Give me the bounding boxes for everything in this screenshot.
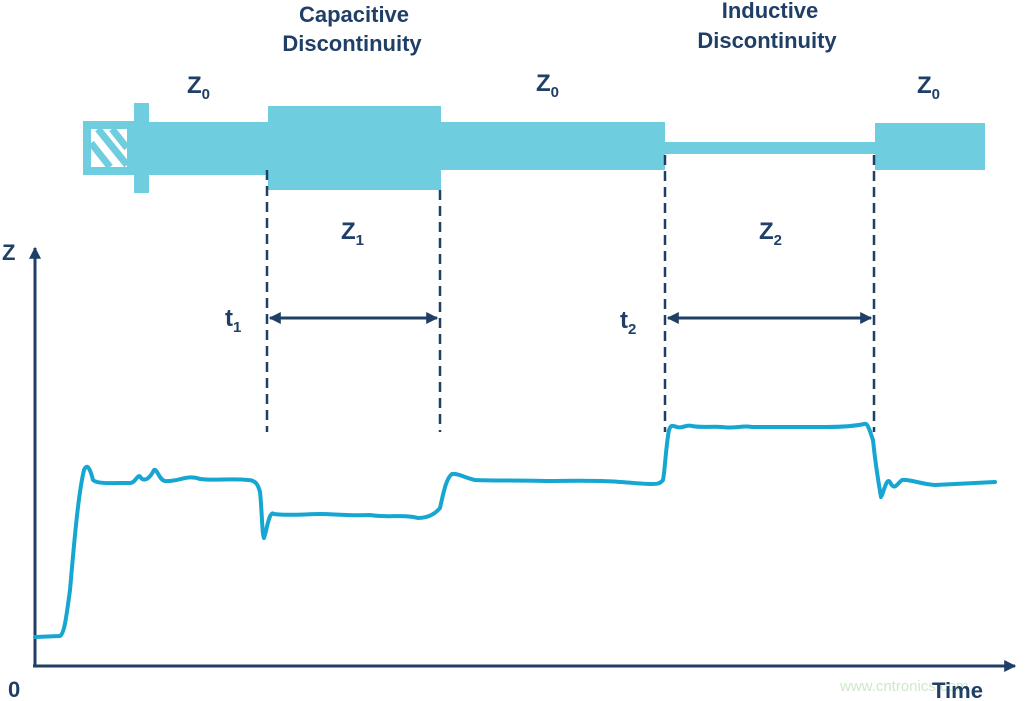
tdr-trace (33, 421, 997, 639)
label-z2: Z2 (759, 218, 782, 249)
capacitive-heading-line2: Discontinuity (282, 31, 422, 56)
label-t1: t1 (225, 305, 241, 336)
svg-text:Z1: Z1 (341, 218, 364, 249)
transmission-line (83, 103, 985, 193)
svg-text:Z0: Z0 (187, 72, 210, 103)
segment-z0-middle (441, 122, 665, 170)
svg-text:Z0: Z0 (536, 70, 559, 101)
label-z0-middle: Z0 (536, 70, 559, 101)
segment-z2-inductive (665, 142, 875, 154)
svg-text:t1: t1 (225, 305, 241, 336)
label-z1: Z1 (341, 218, 364, 249)
svg-text:t2: t2 (620, 307, 636, 338)
segment-z0-right (875, 123, 985, 170)
capacitive-heading-line1: Capacitive (299, 2, 409, 27)
svg-text:Z2: Z2 (759, 218, 782, 249)
label-z0-left: Z0 (187, 72, 210, 103)
label-z0-right: Z0 (917, 72, 940, 103)
label-t2: t2 (620, 307, 636, 338)
connector-icon (83, 121, 135, 175)
inductive-heading-line2: Discontinuity (697, 28, 837, 53)
connector-flange (134, 103, 149, 193)
watermark-text: www.cntronics.com (839, 678, 968, 695)
segment-z1-capacitive (268, 106, 441, 190)
svg-text:Z0: Z0 (917, 72, 940, 103)
x-axis-label: Time (932, 678, 983, 701)
inductive-heading-line1: Inductive (722, 0, 819, 23)
axis-origin-label: 0 (8, 677, 20, 701)
segment-z0-left (149, 122, 268, 175)
y-axis-label: Z (2, 240, 15, 265)
boundary-lines (265, 155, 876, 432)
